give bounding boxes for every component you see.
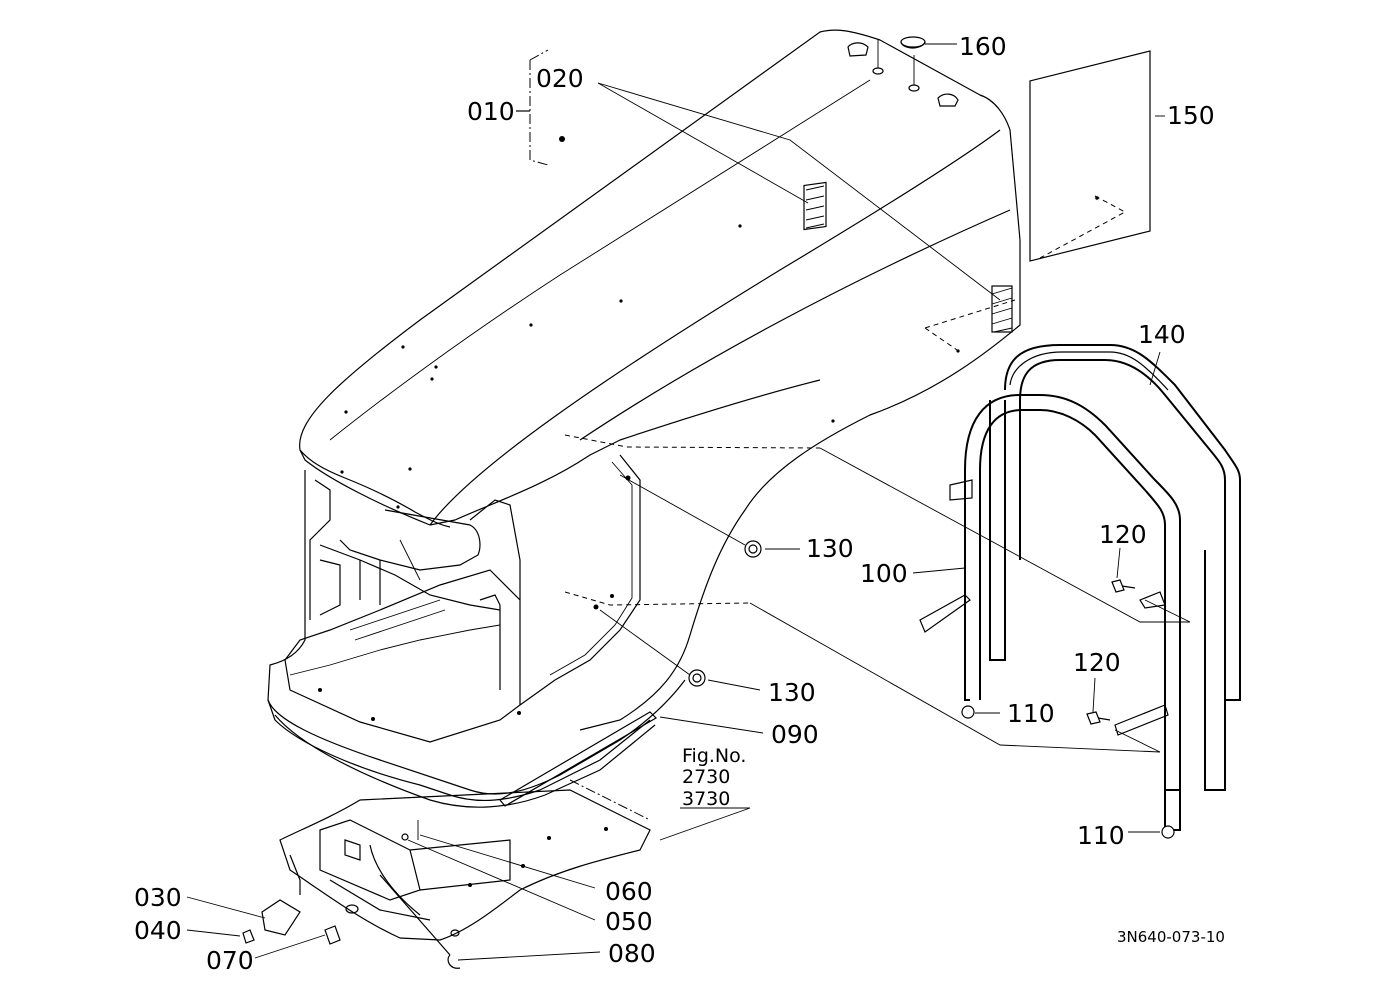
side-cover-panel bbox=[1029, 50, 1151, 262]
panel-reference-line bbox=[1039, 195, 1127, 259]
label-120-lower: 120 bbox=[1073, 648, 1121, 677]
label-130-upper: 130 bbox=[806, 534, 854, 563]
drawing-code: 3N640-073-10 bbox=[1117, 928, 1225, 946]
label-110-lower: 110 bbox=[1077, 821, 1125, 850]
label-010: 010 bbox=[467, 97, 515, 126]
nut-icon-small bbox=[961, 705, 1175, 839]
label-120-upper: 120 bbox=[1099, 520, 1147, 549]
front-grille-icon bbox=[267, 454, 686, 808]
part-labels: 010 020 160 150 140 130 130 100 120 120 … bbox=[134, 32, 1215, 975]
label-020: 020 bbox=[536, 64, 584, 93]
label-040: 040 bbox=[134, 916, 182, 945]
bolt-icon bbox=[1086, 579, 1136, 725]
label-100: 100 bbox=[860, 559, 908, 588]
hood-assembly-icon bbox=[299, 29, 1021, 731]
label-060: 060 bbox=[605, 877, 653, 906]
fig-no-2730: 2730 bbox=[682, 766, 730, 788]
label-130-lower: 130 bbox=[768, 678, 816, 707]
leader-lines bbox=[186, 43, 1191, 961]
label-090: 090 bbox=[771, 720, 819, 749]
figure-reference: Fig.No. 2730 3730 bbox=[682, 745, 746, 810]
hood-latch-icon bbox=[242, 779, 651, 969]
fig-no-3730: 3730 bbox=[682, 788, 730, 810]
label-140: 140 bbox=[1138, 320, 1186, 349]
label-050: 050 bbox=[605, 907, 653, 936]
fig-no-label: Fig.No. bbox=[682, 745, 746, 767]
grille-guard-icon bbox=[919, 344, 1241, 831]
label-110-upper: 110 bbox=[1007, 699, 1055, 728]
side-panel-icon bbox=[499, 711, 657, 807]
nut-icon bbox=[688, 540, 762, 687]
label-030: 030 bbox=[134, 883, 182, 912]
label-150: 150 bbox=[1167, 101, 1215, 130]
cap-icon bbox=[900, 36, 926, 49]
label-070: 070 bbox=[206, 946, 254, 975]
label-160: 160 bbox=[959, 32, 1007, 61]
label-080: 080 bbox=[608, 939, 656, 968]
